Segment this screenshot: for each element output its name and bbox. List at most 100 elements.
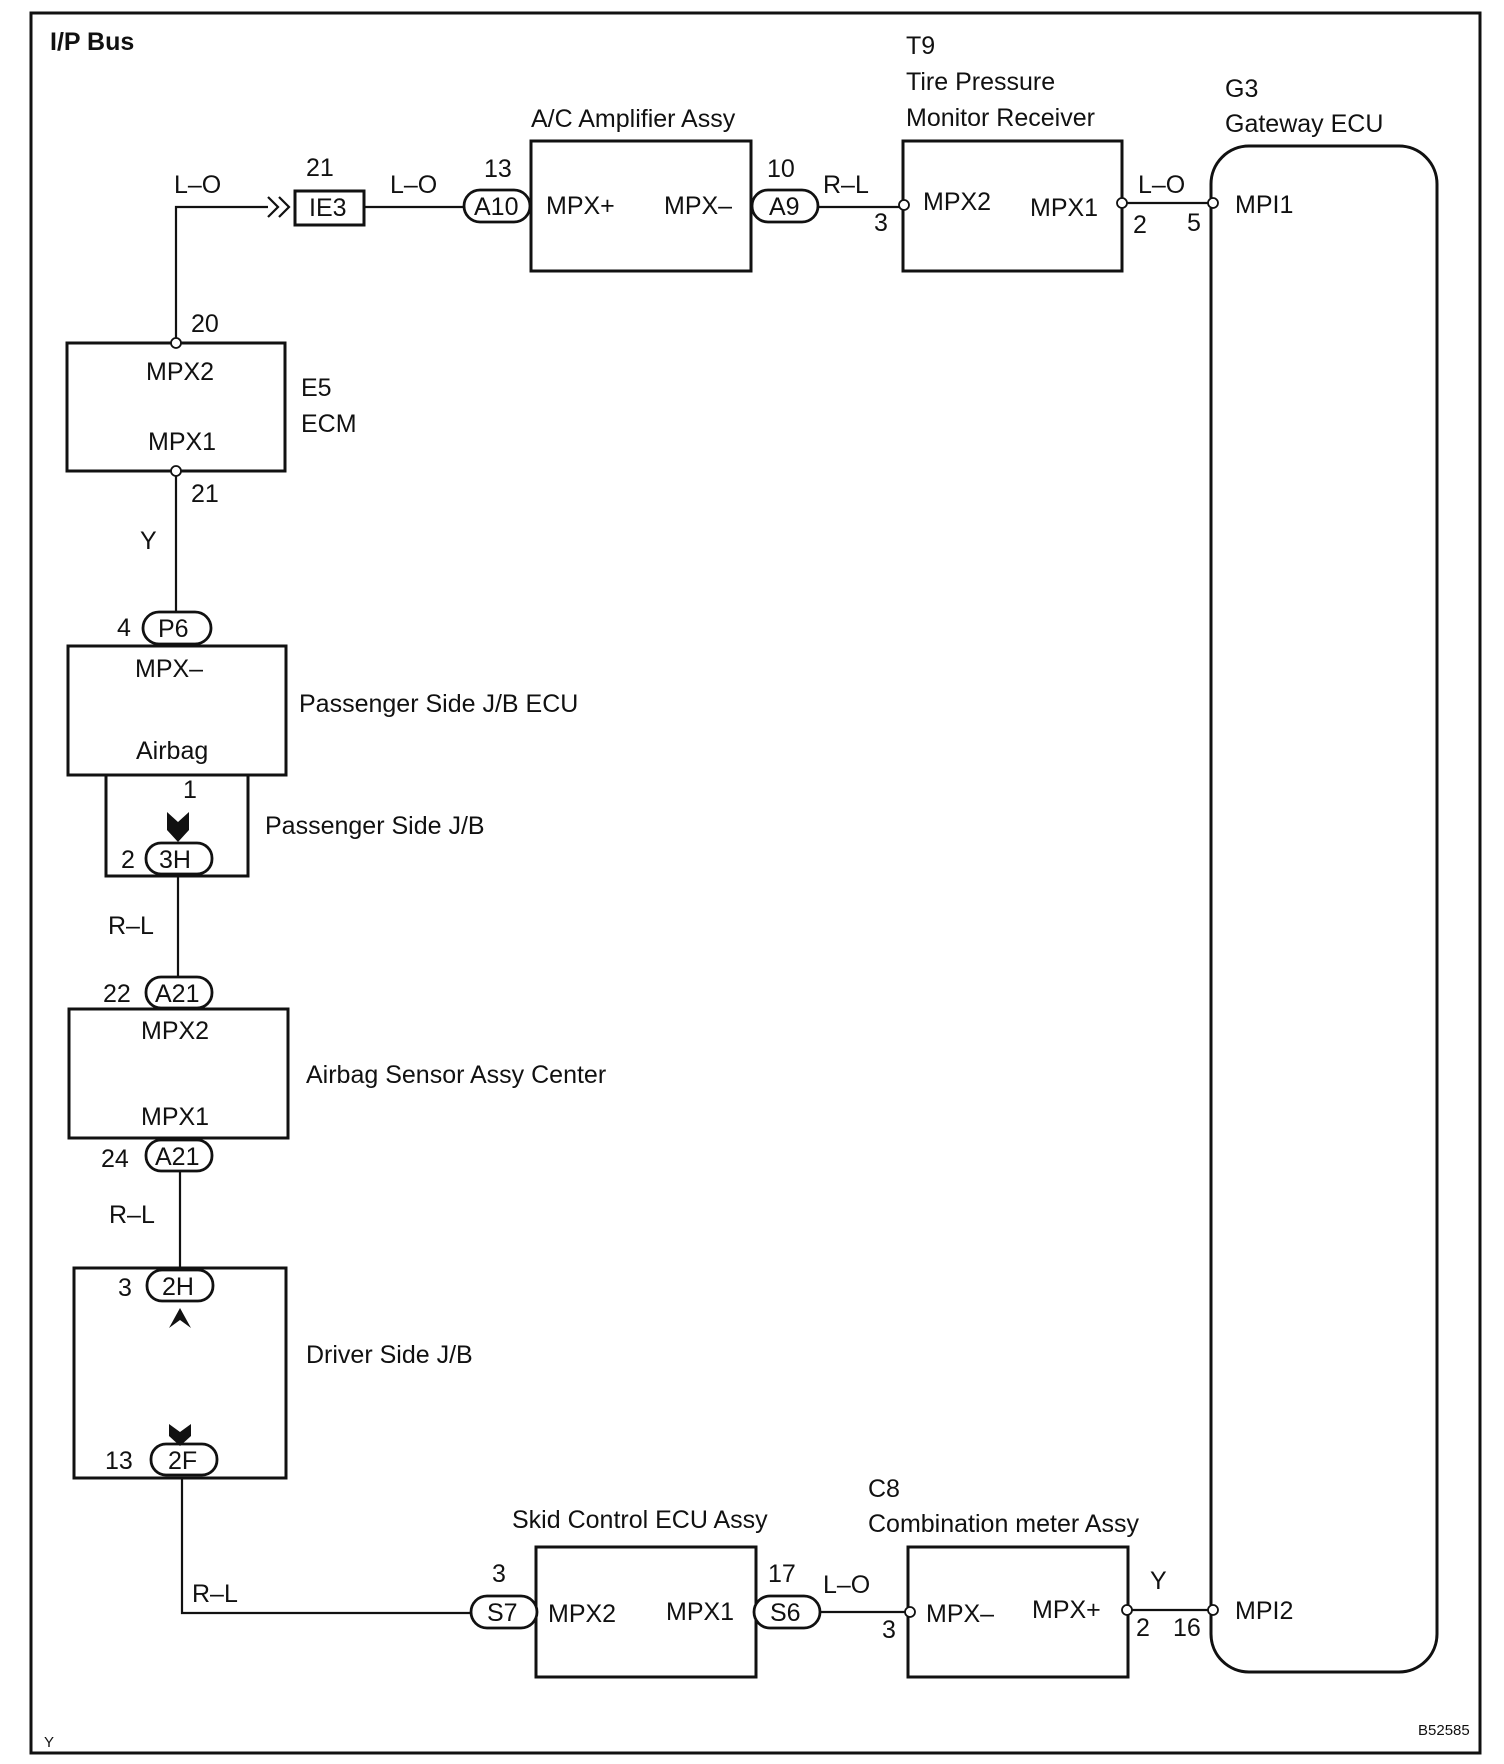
ecm-pin-top: MPX2 [146,358,214,386]
wire-color-label: L–O [823,1571,870,1599]
pin-number: 5 [1187,209,1201,237]
gateway-pin-bottom: MPI2 [1235,1597,1293,1625]
pin-number: 2 [1136,1614,1150,1642]
wire-color-label: Y [140,527,157,555]
pin-tpms-in [898,199,910,211]
pin-number: 17 [768,1560,796,1588]
connector-a21-bottom-label: A21 [155,1143,199,1171]
connector-ie3-label: IE3 [309,194,347,222]
pin-number: 13 [484,155,512,183]
pin-number: 3 [118,1274,132,1302]
combination-meter-code: C8 [868,1475,900,1503]
combination-meter-name: Combination meter Assy [868,1510,1139,1538]
wire-color-label: L–O [174,171,221,199]
connector-s6-label: S6 [770,1599,801,1627]
arrow-down-icon [167,812,189,842]
pin-gateway-top [1207,197,1219,209]
skid-control-name: Skid Control ECU Assy [512,1506,768,1534]
pin-number: 16 [1173,1614,1201,1642]
wires [174,196,1217,1615]
ecm-code: E5 [301,374,332,402]
connector-2h-label: 2H [162,1273,194,1301]
combination-meter-box [906,1545,1130,1679]
wire-color-label: R–L [108,912,154,940]
wire-color-label: R–L [109,1201,155,1229]
diagram-id: B52585 [1418,1722,1470,1739]
wire-color-label: L–O [390,171,437,199]
wire-color-label: R–L [192,1580,238,1608]
pin-number: 21 [191,480,219,508]
gateway-pin-top: MPI1 [1235,191,1293,219]
wire-color-label: L–O [1138,171,1185,199]
ac-amplifier-box [529,139,753,273]
connector-a10 [462,188,532,224]
passenger-jb-ecu-pin-top: MPX– [135,655,203,683]
connector-s7 [469,1594,539,1630]
ac-amplifier-name: A/C Amplifier Assy [531,105,736,133]
pin-combo-out [1121,1604,1133,1616]
pin-number: 2 [121,846,135,874]
skid-control-pin-right: MPX1 [666,1598,734,1626]
arrow-up-icon [169,1308,191,1328]
wire-color-label: R–L [823,171,869,199]
connector-a9-label: A9 [769,193,800,221]
gateway-code: G3 [1225,75,1258,103]
wire-color-label: Y [1150,1567,1167,1595]
passenger-jb-ecu-name: Passenger Side J/B ECU [299,690,578,718]
skid-control-box [534,1545,758,1679]
diagram-title: I/P Bus [50,28,134,56]
connector-a21-bottom [144,1138,214,1173]
passenger-jb-ecu-pin-bottom: Airbag [136,737,208,765]
connector-2h [145,1268,215,1303]
combination-meter-pin-left: MPX– [926,1600,994,1628]
connector-2f [149,1442,219,1477]
pin-number: 3 [492,1560,506,1588]
driver-jb-name: Driver Side J/B [306,1341,473,1369]
connector-3h-label: 3H [159,846,191,874]
passenger-jb-ecu-box [66,644,288,777]
pin-ecm-top [170,337,182,349]
connector-p6 [141,610,213,646]
connector-a10-label: A10 [474,193,518,221]
connector-a9 [750,188,820,224]
tpms-pin-left: MPX2 [923,188,991,216]
passenger-jb-name: Passenger Side J/B [265,812,485,840]
connector-s7-label: S7 [487,1599,518,1627]
pin-number: 24 [101,1145,129,1173]
pin-gateway-bottom [1207,1604,1219,1616]
gateway-ecu-box [1209,144,1439,1674]
ecm-box [65,341,287,473]
combination-meter-pin-right: MPX+ [1032,1596,1101,1624]
pin-number: 1 [183,776,197,804]
gateway-name: Gateway ECU [1225,110,1383,138]
connector-2f-label: 2F [168,1447,197,1475]
tpms-code: T9 [906,32,935,60]
airbag-sensor-pin-top: MPX2 [141,1017,209,1045]
pin-tpms-out [1116,197,1128,209]
connector-chevron-icon [267,196,291,218]
pin-number: 2 [1133,211,1147,239]
tpms-name-line1: Tire Pressure [906,68,1055,96]
pin-number: 3 [882,1616,896,1644]
airbag-sensor-name: Airbag Sensor Assy Center [306,1061,606,1089]
connector-p6-label: P6 [158,615,189,643]
skid-control-pin-left: MPX2 [548,1600,616,1628]
airbag-sensor-pin-bottom: MPX1 [141,1103,209,1131]
diagram-frame [29,11,1482,1755]
pin-number: 21 [306,154,334,182]
connector-3h [144,841,214,876]
pin-number: 13 [105,1447,133,1475]
pin-number: 10 [767,155,795,183]
tpms-pin-right: MPX1 [1030,194,1098,222]
ecm-pin-bottom: MPX1 [148,428,216,456]
connector-s6 [752,1594,822,1630]
pin-number: 3 [874,209,888,237]
pin-number: 22 [103,980,131,1008]
pin-ecm-bottom [170,465,182,477]
pin-number: 4 [117,614,131,642]
tpms-name-line2: Monitor Receiver [906,104,1095,132]
arrow-down-icon [169,1424,191,1446]
wire-2f-to-s7 [180,1474,472,1615]
pin-number: 20 [191,310,219,338]
